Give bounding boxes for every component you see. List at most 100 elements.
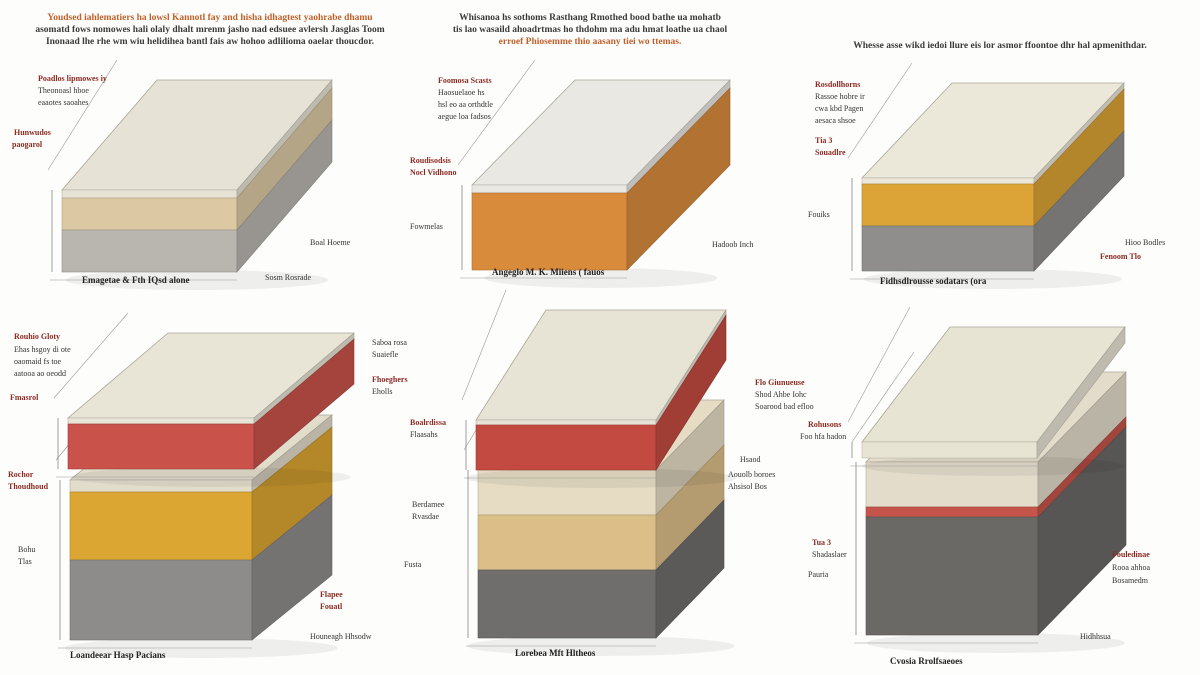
callout-label: Tlas: [18, 557, 32, 566]
gray-front: [69, 559, 253, 641]
callout-label: Rooa ahhoa: [1112, 563, 1150, 572]
callout-label: Hunwudos: [14, 128, 51, 137]
callout-label: Fouatl: [320, 602, 343, 611]
callout-label: oaomaid fs toe: [14, 357, 62, 366]
callout-label: Pauria: [808, 570, 829, 579]
callout-label: Cvosia Rrolfsaeoes: [890, 656, 963, 666]
callout-label: Hsaod: [740, 455, 761, 464]
yellow-front: [69, 491, 253, 561]
callout-label: Fowmelas: [410, 222, 443, 231]
red-layer-front: [865, 506, 1039, 518]
callout-label: Ahsisol Bos: [728, 482, 767, 491]
callout-label: Souadlre: [815, 148, 846, 157]
caption-2: Whisanoa hs sothoms Rasthang Rmothed boo…: [400, 12, 780, 48]
foam-side: [626, 87, 731, 271]
callout-label: Sosm Rosrade: [265, 273, 311, 282]
foam-front: [471, 192, 628, 271]
guide-line: [847, 306, 911, 423]
callout-label: Flo Giunueuse: [755, 378, 805, 387]
guide-line: [461, 289, 507, 401]
callout-label: Haosuelaoe hs: [438, 88, 485, 97]
callout-label: Flapee: [320, 590, 343, 599]
insulation-front: [861, 183, 1035, 227]
gray-side: [655, 499, 725, 639]
base-side: [1033, 130, 1125, 272]
caption-line: Whesse asse wikd iedoi llure eis lor asm…: [853, 41, 1147, 51]
gray-front: [477, 569, 657, 639]
callout-label: Foo hfa hadon: [800, 432, 847, 441]
guide-line: [847, 62, 913, 159]
caption-1: Youdsed iahlematiers ha lowsl Kannotl fa…: [20, 12, 400, 48]
callout-label: Shadaslaer: [812, 550, 847, 559]
caption-line: tis lao wasaild ahoadrtmas ho thdohm ma …: [452, 25, 728, 35]
callout-label: Nocl Vidhono: [410, 168, 457, 177]
callout-label: Theonoasl hboe: [38, 86, 89, 95]
callout-label: Bohu: [18, 545, 36, 554]
red-layer-front: [67, 423, 255, 470]
concrete-front: [61, 229, 238, 273]
callout-label: Hadoob Inch: [712, 240, 754, 249]
callout-label: Fenoom Tlo: [1100, 252, 1141, 261]
callout-label: Boal Hoeme: [310, 238, 351, 247]
callout-label: Loandeear Hasp Pacians: [70, 650, 166, 660]
caption-line: Inonaad lhe rhe wm wiu helidihea bantl f…: [45, 37, 375, 47]
gray-front: [865, 516, 1039, 636]
top-slab-front: [861, 441, 1038, 459]
callout-label: Emagetae & Fth IQsd alone: [82, 275, 190, 285]
callout-label: Fhoeghers: [372, 375, 408, 384]
callout-label: Roudisodsis: [410, 156, 451, 165]
red-layer-side: [253, 338, 355, 470]
top-slab-front: [471, 184, 628, 194]
callout-label: aatooa ao oeodd: [14, 369, 66, 378]
callout-label: Fouiks: [808, 210, 830, 219]
callout-label: aesaca shsoe: [815, 116, 856, 125]
callout-label: Rochor: [8, 470, 34, 479]
cream-front: [865, 461, 1039, 508]
callout-label: Fmasrol: [10, 393, 39, 402]
callout-label: Tia 3: [815, 136, 833, 145]
callout-label: Fouledinae: [1112, 550, 1150, 559]
caption-line: Whisanoa hs sothoms Rasthang Rmothed boo…: [459, 13, 721, 23]
gray-side: [251, 494, 333, 641]
callout-label: Boalrdissa: [410, 418, 447, 427]
callout-label: Rouhio Gloty: [14, 332, 61, 341]
caption-3: Whesse asse wikd iedoi llure eis lor asm…: [820, 40, 1180, 52]
wood-front: [61, 197, 238, 231]
callout-label: Eholls: [372, 387, 393, 396]
callout-label: Hioo Bodles: [1125, 238, 1166, 247]
base-front: [861, 225, 1035, 272]
callout-label: Flaasahs: [410, 430, 438, 439]
callout-label: Fusta: [404, 560, 422, 569]
callout-label: Tua 3: [812, 538, 832, 547]
caption-line: asomatd fows nomowes hali olaly dhalt mr…: [35, 25, 385, 35]
concrete-side: [236, 119, 333, 273]
callout-label: Angeglo M. K. Miiens ( fauos: [492, 267, 605, 277]
callout-label: Rassoe hobre ir: [815, 92, 865, 101]
top-slab-front: [61, 189, 238, 199]
callout-label: cwa kbd Pagen: [815, 104, 864, 113]
callout-label: Saboa rosa: [372, 338, 407, 347]
callout-label: eaaotes saoahes: [38, 98, 89, 107]
callout-label: Rvasdae: [412, 512, 440, 521]
callout-label: Suaiefle: [372, 350, 399, 359]
guide-line: [851, 351, 915, 443]
callout-label: Ehas hsgoy di ote: [14, 345, 71, 354]
callout-label: Aouolb boroes: [728, 470, 776, 479]
callout-label: Foomosa Scasts: [438, 76, 492, 85]
guide-line: [53, 312, 129, 399]
callout-label: Shod Ahbe Iohc: [755, 390, 807, 399]
top-slab-side: [1036, 326, 1126, 459]
callout-label: Thoudhoud: [8, 482, 49, 491]
callout-label: Hidhhsua: [1080, 632, 1111, 641]
callout-label: paogarol: [12, 140, 43, 149]
callout-label: Bosamedm: [1112, 576, 1148, 585]
caption-line: erroef Phiosemme thio aasany tiei wo tte…: [498, 37, 682, 47]
guide-line: [47, 59, 118, 171]
callout-label: aegue loa fadsos: [438, 112, 491, 121]
top-slab-front: [861, 177, 1035, 185]
top-slab-front: [475, 419, 657, 426]
wood-front: [477, 514, 657, 571]
caption-line: Youdsed iahlematiers ha lowsl Kannotl fa…: [47, 13, 373, 23]
